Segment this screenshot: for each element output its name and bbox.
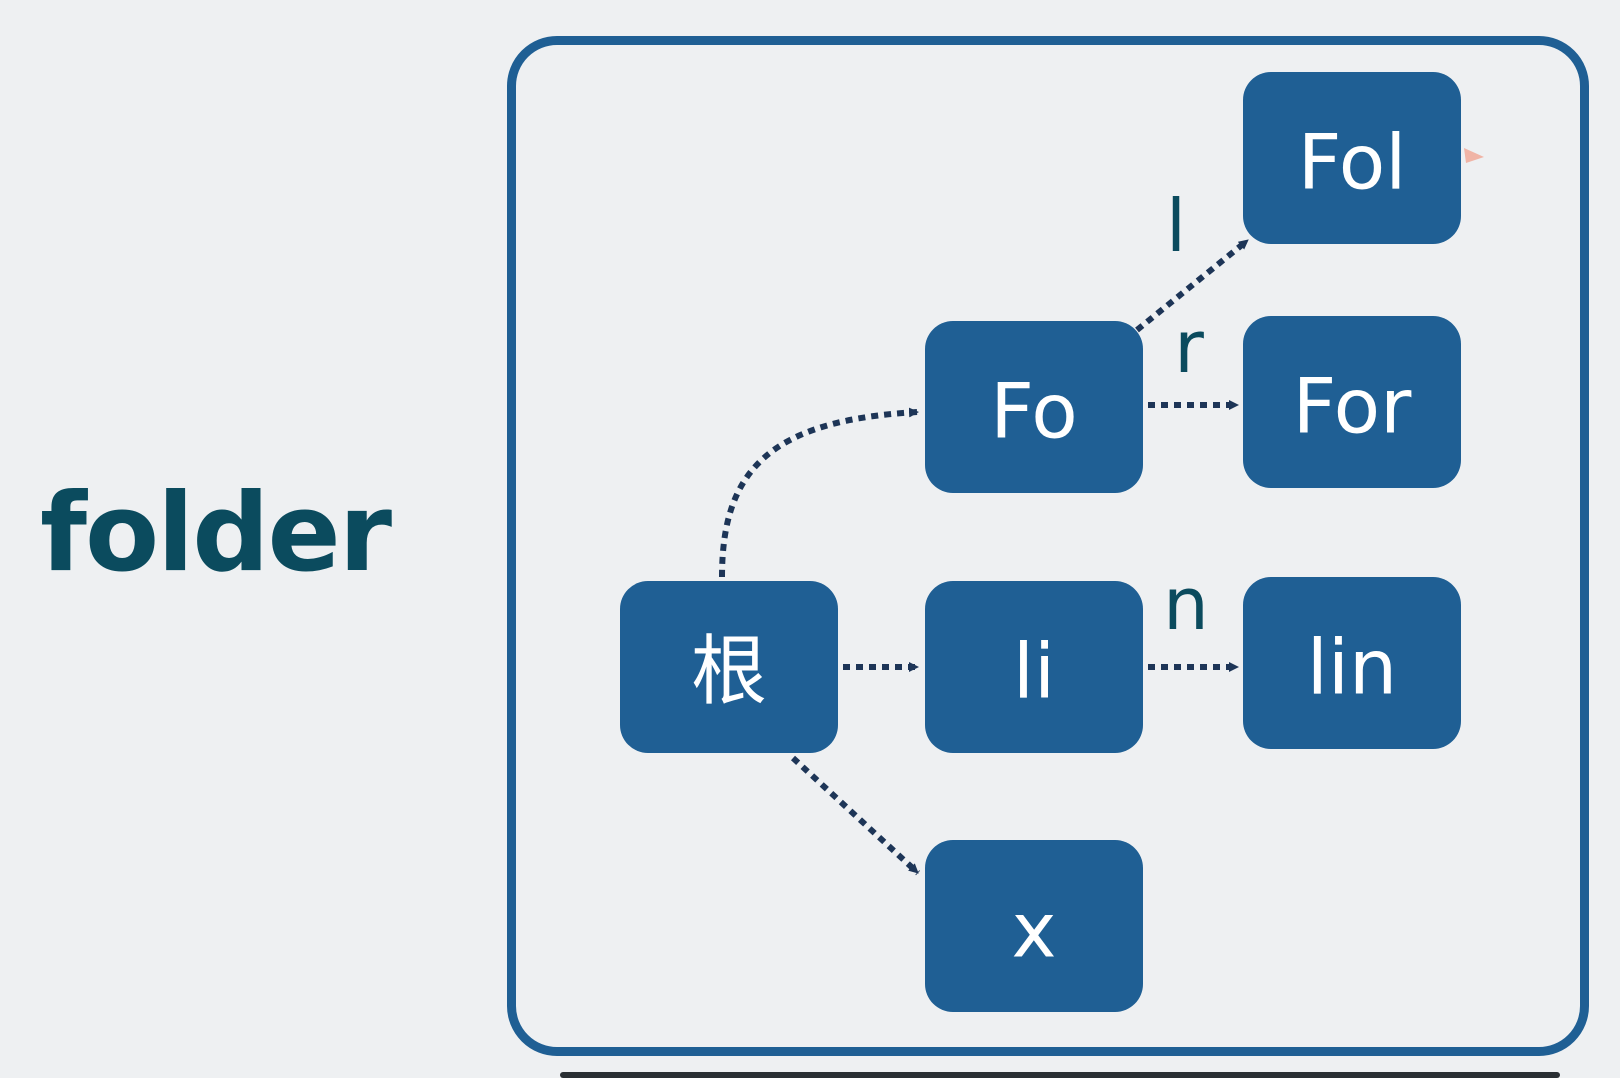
node-box-fo: [925, 321, 1143, 493]
node-label-fo: Fo: [990, 367, 1078, 456]
edge-label-fo-for: r: [1174, 305, 1204, 389]
trie-node-li: li: [925, 581, 1143, 753]
node-box-lin: [1243, 577, 1461, 749]
trie-node-fol: Fol: [1243, 72, 1461, 244]
edge-fo-fol: [1135, 237, 1250, 333]
trie-node-fo: Fo: [925, 321, 1143, 493]
edge-layer: [719, 237, 1250, 876]
edge-label-li-lin: n: [1163, 562, 1209, 646]
trie-node-lin: lin: [1243, 577, 1461, 749]
query-word: folder: [40, 471, 392, 596]
trie-node-root: 根: [620, 581, 838, 753]
node-label-x: x: [1012, 886, 1057, 975]
node-label-root: 根: [691, 627, 767, 716]
node-box-root: [620, 581, 838, 753]
edge-root-x: [790, 755, 921, 876]
node-box-li: [925, 581, 1143, 753]
node-box-for: [1243, 316, 1461, 488]
node-box-x: [925, 840, 1143, 1012]
node-label-lin: lin: [1307, 623, 1397, 712]
node-box-fol: [1243, 72, 1461, 244]
pointer-cursor-mark: [1464, 148, 1484, 163]
node-label-fol: Fol: [1298, 118, 1407, 207]
edge-label-layer: lr n: [1163, 184, 1209, 646]
trie-node-for: For: [1243, 316, 1461, 488]
node-label-li: li: [1013, 627, 1055, 716]
bottom-divider: [560, 1072, 1560, 1078]
node-label-for: For: [1293, 362, 1413, 451]
edge-root-fo: [719, 407, 919, 578]
trie-node-x: x: [925, 840, 1143, 1012]
edge-label-fo-fol: l: [1166, 184, 1186, 268]
